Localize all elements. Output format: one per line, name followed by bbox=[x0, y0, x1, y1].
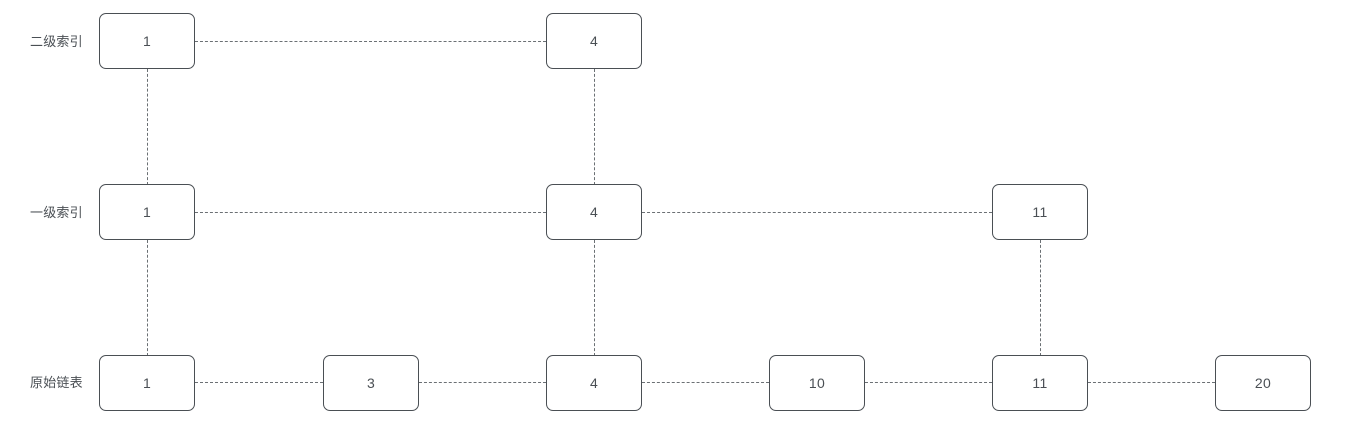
vertical-link-4 bbox=[1040, 240, 1041, 356]
node-value: 1 bbox=[142, 33, 152, 49]
node-original-linked-list-4: 4 bbox=[546, 355, 642, 411]
horizontal-link-original-linked-list-1 bbox=[419, 382, 546, 383]
node-value: 4 bbox=[589, 204, 599, 220]
vertical-link-1 bbox=[147, 240, 148, 356]
horizontal-link-level-1-index-1 bbox=[642, 212, 992, 213]
horizontal-link-level-2-index-0 bbox=[195, 41, 546, 42]
horizontal-link-original-linked-list-3 bbox=[865, 382, 992, 383]
node-value: 4 bbox=[589, 33, 599, 49]
node-value: 1 bbox=[142, 375, 152, 391]
node-original-linked-list-3: 3 bbox=[323, 355, 419, 411]
horizontal-link-original-linked-list-2 bbox=[642, 382, 769, 383]
row-label-original-linked-list: 原始链表 bbox=[30, 375, 83, 390]
vertical-link-0 bbox=[147, 69, 148, 185]
node-level-2-index-4: 4 bbox=[546, 13, 642, 69]
node-original-linked-list-10: 10 bbox=[769, 355, 865, 411]
node-level-2-index-1: 1 bbox=[99, 13, 195, 69]
horizontal-link-original-linked-list-4 bbox=[1088, 382, 1215, 383]
node-original-linked-list-20: 20 bbox=[1215, 355, 1311, 411]
horizontal-link-level-1-index-0 bbox=[195, 212, 546, 213]
horizontal-link-original-linked-list-0 bbox=[195, 382, 323, 383]
node-level-1-index-4: 4 bbox=[546, 184, 642, 240]
row-label-level-1-index: 一级索引 bbox=[30, 205, 83, 220]
node-value: 11 bbox=[1032, 375, 1048, 391]
node-value: 11 bbox=[1032, 204, 1048, 220]
node-value: 3 bbox=[366, 375, 376, 391]
node-level-1-index-11: 11 bbox=[992, 184, 1088, 240]
vertical-link-3 bbox=[594, 240, 595, 356]
node-value: 10 bbox=[808, 375, 826, 391]
node-value: 1 bbox=[142, 204, 152, 220]
node-level-1-index-1: 1 bbox=[99, 184, 195, 240]
node-value: 20 bbox=[1254, 375, 1272, 391]
vertical-link-2 bbox=[594, 69, 595, 185]
node-original-linked-list-1: 1 bbox=[99, 355, 195, 411]
node-value: 4 bbox=[589, 375, 599, 391]
node-original-linked-list-11: 11 bbox=[992, 355, 1088, 411]
row-label-level-2-index: 二级索引 bbox=[30, 34, 83, 49]
